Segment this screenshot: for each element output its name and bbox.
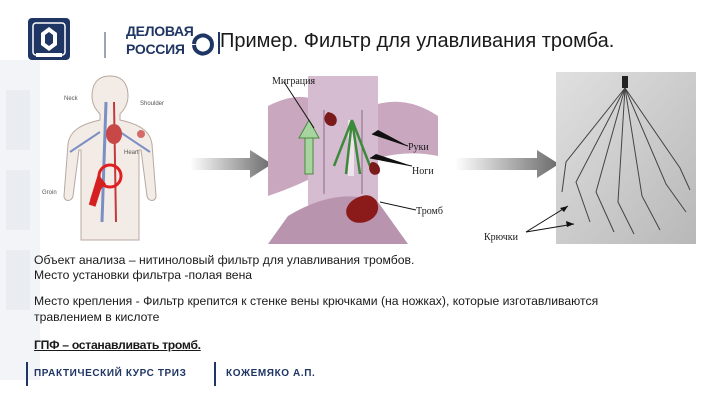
text-install-location: Место установки фильтра -полая вена: [34, 268, 253, 282]
background-watermark: [0, 60, 40, 380]
delovaya-rossiya-logo: ДЕЛОВАЯ РОССИЯ: [126, 23, 214, 57]
label-hooks: Крючки: [484, 232, 518, 243]
body-vein-illustration: [63, 75, 157, 241]
label-groin: Groin: [42, 190, 57, 196]
svg-text:РОССИЯ: РОССИЯ: [126, 41, 185, 57]
label-arms: Руки: [408, 142, 429, 153]
title-accent-bar: [218, 32, 220, 54]
label-legs: Ноги: [412, 166, 434, 177]
label-neck: Neck: [64, 96, 78, 102]
text-attachment-cont: травлением в кислоте: [34, 310, 160, 324]
label-shoulder: Shoulder: [140, 101, 165, 107]
arrow-right-icon: [455, 150, 559, 178]
vein-filter-illustration: [268, 76, 438, 244]
footer-divider: [214, 362, 216, 386]
label-migration: Миграция: [272, 76, 316, 87]
footer-author: КОЖЕМЯКО А.П.: [226, 368, 316, 379]
crest-logo-icon: [28, 18, 70, 60]
text-analysis-object: Объект анализа – нитиноловый фильтр для …: [34, 253, 415, 267]
hooks-pointer: [525, 205, 575, 233]
text-attachment: Место крепления - Фильтр крепится к стен…: [34, 294, 599, 308]
label-clot: Тромб: [416, 206, 443, 217]
slide-title: Пример. Фильтр для улавливания тромба.: [220, 30, 615, 52]
footer-divider: [26, 362, 28, 386]
label-heart: Heart: [124, 150, 139, 156]
arrow-right-icon: [190, 150, 272, 178]
filter-photo: [556, 72, 696, 244]
logo-separator: [104, 32, 106, 58]
text-main-function: ГПФ – останавливать тромб.: [34, 338, 201, 352]
footer-course: ПРАКТИЧЕСКИЙ КУРС ТРИЗ: [34, 368, 187, 379]
svg-text:ДЕЛОВАЯ: ДЕЛОВАЯ: [126, 23, 194, 39]
slide-header: ДЕЛОВАЯ РОССИЯ Пример. Фильтр для улавли…: [0, 0, 720, 70]
